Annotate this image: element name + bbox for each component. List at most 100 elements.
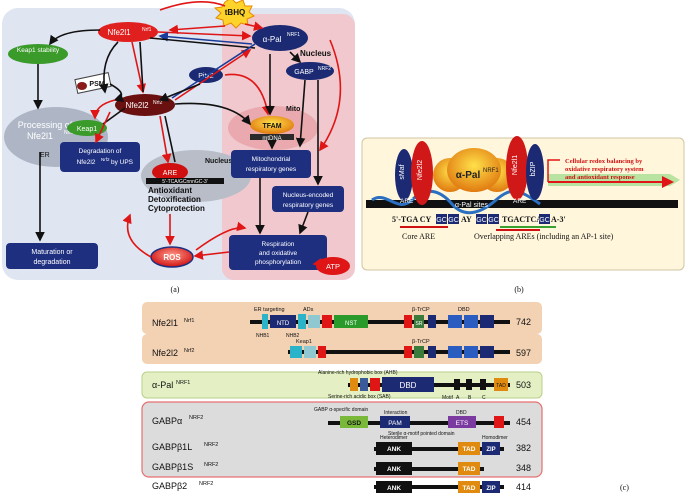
sterile-label: Sterile α-motif pointed domain	[388, 431, 455, 437]
caption-c: (c)	[620, 483, 629, 492]
ank-label-3: ANK	[387, 485, 401, 492]
er-targeting-label: ER targeting	[254, 307, 285, 313]
antiox-line2: Detoxification	[148, 195, 201, 204]
ank-label-1: ANK	[387, 446, 401, 453]
gsd-label: GSD	[347, 420, 361, 427]
seq-gc2: GC	[448, 217, 459, 224]
nhb2-label: NHB2	[286, 333, 300, 339]
alpha-pal-label: α-Pal	[263, 35, 282, 44]
nucleus2-label: Nucleus	[205, 158, 232, 165]
alpha-pal-center	[447, 148, 501, 192]
sequence: 5'-TGA CY GC GC AY GC GC TGACTCA GC A-3'	[392, 214, 566, 231]
nfe2l2-sup: Nrf2	[153, 100, 163, 106]
tbhq-label: tBHQ	[225, 8, 245, 17]
motif-a: A	[456, 395, 460, 401]
mito-genes-line2: respiratory genes	[246, 166, 297, 173]
homodimer-label: Homodimer	[482, 435, 508, 441]
panel-a-arrows	[33, 1, 342, 268]
motif-c: C	[482, 395, 486, 401]
alpha-pal-node	[252, 25, 308, 51]
nst-label: NST	[345, 321, 357, 327]
are-label: ARE	[163, 170, 178, 177]
row-gabpb1l-sup: NRF2	[204, 442, 218, 448]
row-alpha-pal-domains: DBD TAD	[348, 377, 510, 392]
maturation-line2: degradation	[34, 259, 71, 266]
core-are-label: Core ARE	[402, 232, 435, 241]
degradation-line3: by UPS	[111, 159, 134, 166]
row-nfe2l1-sup: Nrf1	[184, 318, 194, 324]
mtdna-bar	[250, 134, 294, 140]
row-gabpb2-length: 414	[516, 482, 531, 492]
row-gabpb1s-name: GABPβ1S	[152, 462, 193, 472]
gabp-label: GABP	[294, 69, 314, 76]
maturation-box	[6, 243, 98, 269]
atp-node	[316, 257, 350, 275]
row-gabpb2-name: GABPβ2	[152, 481, 187, 491]
ets-label: ETS	[456, 420, 469, 427]
row-nfe2l1-domains: NTD NST SR	[250, 314, 510, 329]
ntd-label: NTD	[277, 321, 290, 327]
row-gabpb2-sup: NRF2	[199, 481, 213, 487]
row-nfe2l2-sup: Nrf2	[184, 348, 194, 354]
seq-gc4: GC	[488, 217, 499, 224]
group-nfe2l2-bg	[142, 334, 542, 364]
mito-label: Mito	[286, 106, 300, 113]
b-nfe2l2-node	[411, 141, 433, 205]
caption-a: (a)	[171, 285, 180, 294]
respiration-box	[229, 235, 327, 270]
keap1-domain-label: Keap1	[296, 339, 312, 345]
row-nfe2l1-length: 742	[516, 317, 531, 327]
b-alpha-pal-sup: NRF1	[483, 168, 499, 174]
row-gabpb1s-sup: NRF2	[204, 462, 218, 468]
redox-arrow-bend	[547, 159, 560, 182]
gabp-sup: NRF2	[318, 66, 331, 72]
keap1-node	[67, 120, 107, 136]
gabp-node	[286, 62, 334, 80]
seq-gc5: GC	[539, 217, 550, 224]
row-gabpa-domains: GSD PAM ETS	[328, 416, 510, 428]
group-gabp-bg	[141, 401, 543, 478]
panel-a: tBHQ Nfe2l1 Nrf1 α-Pal NRF1 Nucleus Keap…	[2, 0, 355, 294]
gabpa-specific-label: GABP α-specific domain	[314, 407, 368, 413]
mito-genes-line1: Mitochondrial	[252, 156, 291, 163]
gabpa-dbd-label: DBD	[456, 410, 467, 416]
ank-label-2: ANK	[387, 466, 401, 473]
dna-strand	[366, 200, 678, 208]
ahb-label: Alanine-rich hydrophobic box (AHB)	[318, 370, 398, 376]
motif-label: Motif	[442, 395, 453, 401]
nuc-genes-box	[272, 186, 344, 212]
row-gabpb1l-domains: ANK TAD ZIP	[374, 442, 504, 455]
processing-line1: Processing of	[18, 120, 73, 130]
nhb1-label: NHB1	[256, 333, 270, 339]
tad-label-2: TAD	[463, 466, 476, 473]
degradation-line2: Nfe2l2	[77, 159, 96, 166]
row-gabpa-sup: NRF2	[189, 415, 203, 421]
are-dna	[146, 178, 224, 184]
zip-label-1: ZIP	[486, 447, 495, 453]
caption-b: (b)	[514, 285, 524, 294]
btrcp-label-2: β-TrCP	[412, 339, 430, 345]
smaf-label: sMaf	[399, 164, 406, 179]
degradation-box	[60, 142, 140, 172]
row-alpha-pal-name: α-Pal	[152, 380, 173, 390]
row-gabpa-name: GABPα	[152, 416, 182, 426]
alpha-pal-dbd: DBD	[400, 381, 417, 390]
b-nfe2l2-label: Nfe2l2	[417, 160, 424, 180]
are-right-label: ARE	[513, 198, 527, 205]
row-gabpb1s-domains: ANK TAD	[374, 462, 484, 475]
keap1-label: Keap1	[77, 126, 97, 133]
dbd-label-1: DBD	[458, 307, 470, 313]
row-nfe2l2-domains	[288, 346, 510, 358]
sr-label: SR	[416, 321, 423, 327]
alpha-pal-tad: TAD	[496, 383, 506, 389]
redox-line1: Cellular redox balancing by	[565, 158, 643, 165]
tad-label-3: TAD	[463, 485, 476, 492]
pam-label: PAM	[388, 420, 402, 427]
seq-end: A-3'	[551, 215, 566, 224]
smaf-node	[395, 149, 413, 201]
mito-genes-box	[231, 150, 311, 178]
tfam-node	[250, 116, 294, 134]
resp-line1: Respiration	[262, 241, 295, 248]
are-left-label: ARE	[400, 198, 414, 205]
ros-label: ROS	[163, 253, 181, 262]
